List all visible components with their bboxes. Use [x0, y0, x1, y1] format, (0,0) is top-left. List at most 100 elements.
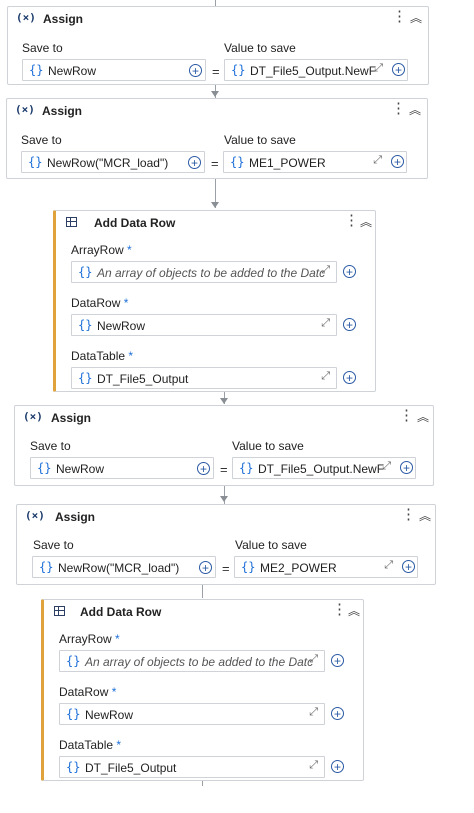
collapse-icon[interactable]: ︽ [419, 509, 432, 523]
value-to-save-value: DT_File5_Output.NewF [258, 462, 385, 476]
data-row-field[interactable]: {} NewRow ⤢ [59, 703, 325, 725]
activity-header[interactable]: (×) Assign ⋮ ︽ [17, 505, 435, 529]
collapse-icon[interactable]: ︽ [410, 11, 423, 25]
value-to-save-label: Value to save [224, 133, 296, 147]
value-to-save-value: ME1_POWER [249, 156, 326, 170]
activity-header[interactable]: Add Data Row ⋮ ︽ [56, 211, 375, 235]
expand-editor-icon[interactable]: ⤢ [309, 759, 318, 771]
add-icon[interactable]: + [343, 371, 356, 384]
data-table-label-text: DataTable [59, 738, 114, 752]
assign-activity-3[interactable]: (×) Assign ⋮ ︽ Save to Value to save {} … [14, 405, 434, 486]
connector-line [202, 584, 203, 598]
value-to-save-field[interactable]: {} ME2_POWER ⤢ [234, 556, 418, 578]
array-row-label-text: ArrayRow [59, 632, 112, 646]
collapse-icon[interactable]: ︽ [417, 410, 430, 424]
expand-editor-icon[interactable]: ⤢ [373, 154, 382, 166]
required-marker: * [111, 685, 117, 699]
expression-icon: {} [66, 654, 81, 668]
save-to-label: Save to [22, 41, 63, 55]
more-options-icon[interactable]: ⋮ [391, 100, 406, 117]
expand-editor-icon[interactable]: ⤢ [309, 653, 318, 665]
array-row-field[interactable]: {} An array of objects to be added to th… [59, 650, 325, 672]
expression-icon: {} [66, 707, 81, 721]
assign-icon: (×) [15, 103, 35, 116]
data-table-label: DataTable * [59, 738, 121, 752]
add-icon[interactable]: + [331, 654, 344, 667]
equals-sign: = [211, 156, 219, 171]
add-icon[interactable]: + [331, 707, 344, 720]
collapse-icon[interactable]: ︽ [360, 215, 373, 229]
add-data-row-activity-2[interactable]: Add Data Row ⋮ ︽ ArrayRow * {} An array … [41, 599, 364, 781]
expand-editor-icon[interactable]: ⤢ [384, 559, 393, 571]
add-icon[interactable]: + [391, 155, 404, 168]
save-to-label: Save to [33, 538, 74, 552]
add-data-row-activity-1[interactable]: Add Data Row ⋮ ︽ ArrayRow * {} An array … [53, 210, 376, 392]
save-to-field[interactable]: {} NewRow("MCR_load") + [21, 151, 205, 173]
activity-title: Assign [51, 411, 92, 425]
activity-header[interactable]: (×) Assign ⋮ ︽ [7, 99, 427, 123]
activity-title: Assign [42, 104, 83, 118]
save-to-field[interactable]: {} NewRow + [22, 59, 206, 81]
activity-header[interactable]: Add Data Row ⋮ ︽ [44, 600, 363, 624]
more-options-icon[interactable]: ⋮ [332, 601, 347, 618]
table-icon [66, 217, 77, 227]
add-icon[interactable]: + [199, 561, 212, 574]
add-icon[interactable]: + [197, 462, 210, 475]
expand-editor-icon[interactable]: ⤢ [321, 317, 330, 329]
add-icon[interactable]: + [188, 156, 201, 169]
expand-editor-icon[interactable]: ⤢ [321, 264, 330, 276]
add-icon[interactable]: + [331, 760, 344, 773]
collapse-icon[interactable]: ︽ [348, 604, 361, 618]
array-row-field[interactable]: {} An array of objects to be added to th… [71, 261, 337, 283]
expression-icon: {} [78, 265, 93, 279]
data-table-field[interactable]: {} DT_File5_Output ⤢ [59, 756, 325, 778]
array-row-label: ArrayRow * [71, 243, 132, 257]
expression-icon: {} [66, 760, 81, 774]
value-to-save-field[interactable]: {} DT_File5_Output.NewF ⤢ [224, 59, 408, 81]
add-icon[interactable]: + [189, 64, 202, 77]
add-icon[interactable]: + [392, 63, 405, 76]
expand-editor-icon[interactable]: ⤢ [309, 706, 318, 718]
required-marker: * [128, 349, 134, 363]
add-icon[interactable]: + [402, 560, 415, 573]
activity-header[interactable]: (×) Assign ⋮ ︽ [15, 406, 433, 430]
assign-activity-1[interactable]: (×) Assign ⋮ ︽ Save to Value to save {} … [7, 6, 429, 85]
expand-editor-icon[interactable]: ⤢ [382, 460, 391, 472]
assign-activity-2[interactable]: (×) Assign ⋮ ︽ Save to Value to save {} … [6, 98, 428, 179]
save-to-field[interactable]: {} NewRow + [30, 457, 214, 479]
expression-icon: {} [78, 318, 93, 332]
data-row-value: NewRow [85, 708, 134, 722]
required-marker: * [116, 738, 122, 752]
more-options-icon[interactable]: ⋮ [401, 506, 416, 523]
expression-icon: {} [230, 155, 245, 169]
expand-editor-icon[interactable]: ⤢ [321, 370, 330, 382]
collapse-icon[interactable]: ︽ [409, 103, 422, 117]
more-options-icon[interactable]: ⋮ [344, 212, 359, 229]
add-icon[interactable]: + [400, 461, 413, 474]
value-to-save-label: Value to save [232, 439, 304, 453]
equals-sign: = [212, 64, 220, 79]
more-options-icon[interactable]: ⋮ [392, 8, 407, 25]
data-table-value: DT_File5_Output [85, 761, 177, 775]
data-table-field[interactable]: {} DT_File5_Output ⤢ [71, 367, 337, 389]
value-to-save-label: Value to save [224, 41, 296, 55]
data-table-label: DataTable * [71, 349, 133, 363]
activity-header[interactable]: (×) Assign ⋮ ︽ [8, 7, 428, 31]
connector-line [215, 0, 216, 6]
value-to-save-field[interactable]: {} DT_File5_Output.NewF ⤢ [232, 457, 416, 479]
expand-editor-icon[interactable]: ⤢ [374, 62, 383, 74]
add-icon[interactable]: + [343, 318, 356, 331]
activity-title: Add Data Row [80, 605, 162, 619]
activity-title: Assign [43, 12, 84, 26]
expression-icon: {} [231, 63, 246, 77]
assign-activity-4[interactable]: (×) Assign ⋮ ︽ Save to Value to save {} … [16, 504, 436, 585]
data-row-field[interactable]: {} NewRow ⤢ [71, 314, 337, 336]
value-to-save-label: Value to save [235, 538, 307, 552]
data-row-label-text: DataRow [59, 685, 109, 699]
add-icon[interactable]: + [343, 265, 356, 278]
more-options-icon[interactable]: ⋮ [399, 407, 414, 424]
expression-icon: {} [241, 560, 256, 574]
save-to-value: NewRow("MCR_load") [47, 156, 169, 170]
value-to-save-field[interactable]: {} ME1_POWER ⤢ [223, 151, 407, 173]
save-to-field[interactable]: {} NewRow("MCR_load") + [32, 556, 216, 578]
